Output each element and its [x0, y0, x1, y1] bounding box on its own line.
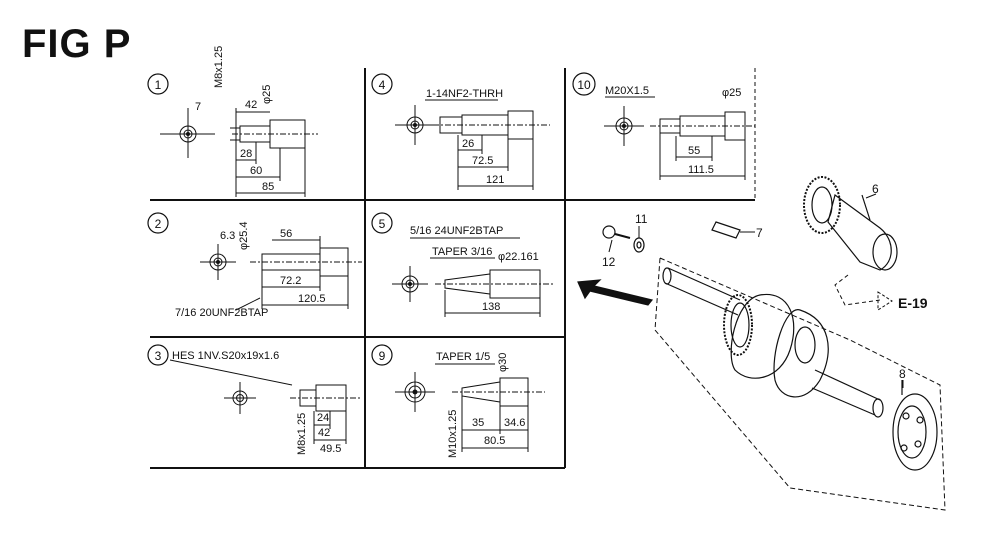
dim-label: 1-14NF2-THRH — [426, 88, 503, 100]
figure-title: FIG P — [22, 22, 132, 66]
dim-label: 56 — [280, 228, 292, 240]
panel-2: 2 6.3 φ25.4 56 72.2 120.5 7/16 20UNF2BTA… — [147, 212, 362, 319]
dim-label: 55 — [688, 145, 700, 157]
dim-label: 28 — [240, 148, 252, 160]
crankshaft-assembly — [577, 176, 946, 511]
dim-label: 60 — [250, 165, 262, 177]
dim-label: 42 — [318, 427, 330, 439]
panel-4: 4 1-14NF2-THRH 26 72.5 121 — [371, 73, 550, 190]
dim-label: TAPER 3/16 — [432, 246, 492, 258]
dim-label: 138 — [482, 301, 500, 313]
dim-label: 121 — [486, 174, 504, 186]
part-number: 11 — [635, 212, 648, 226]
panel-number: 2 — [155, 217, 162, 231]
dim-label: 7 — [195, 101, 201, 113]
dim-label: TAPER 1/5 — [436, 351, 490, 363]
panel-number: 4 — [379, 78, 386, 92]
panel-5: 5 5/16 24UNF2BTAP TAPER 3/16 φ22.161 138 — [371, 212, 555, 317]
dim-label: φ25 — [722, 87, 741, 99]
panel-number: 9 — [379, 349, 386, 363]
panel-number: 10 — [577, 78, 591, 92]
dim-label: 24 — [317, 412, 329, 424]
dim-label: M10x1.25 — [447, 410, 459, 458]
dim-label: 35 — [472, 417, 484, 429]
panel-9: 9 TAPER 1/5 φ30 M10x1.25 35 34.6 80.5 — [371, 344, 545, 458]
dim-label: 7/16 20UNF2BTAP — [175, 307, 268, 319]
part-number: 8 — [899, 367, 906, 381]
panel-number: 5 — [379, 217, 386, 231]
dim-label: 26 — [462, 138, 474, 150]
dim-label: φ30 — [497, 353, 509, 372]
panel-number: 1 — [155, 78, 162, 92]
dim-label: φ25.4 — [238, 221, 250, 250]
part-number: 6 — [872, 182, 879, 196]
dim-label: HES 1NV.S20x19x1.6 — [172, 350, 279, 362]
panel-number: 3 — [155, 349, 162, 363]
dim-label: 111.5 — [688, 164, 714, 176]
dim-label: 72.2 — [280, 275, 301, 287]
reference-label: E-19 — [898, 295, 928, 311]
dim-label: 5/16 24UNF2BTAP — [410, 225, 503, 237]
dim-label: 49.5 — [320, 443, 341, 455]
dim-label: φ22.161 — [498, 251, 539, 263]
dim-label: M8x1.25 — [296, 413, 308, 455]
dim-label: M8x1.25 — [213, 46, 225, 88]
dim-label: φ25 — [261, 85, 273, 104]
dim-label: 80.5 — [484, 435, 505, 447]
arrow-icon — [577, 279, 654, 306]
part-labels: 6 7 8 11 12 E-19 — [602, 182, 928, 381]
dim-label: 6.3 — [220, 230, 235, 242]
dim-label: 42 — [245, 99, 257, 111]
dim-label: 120.5 — [298, 293, 326, 305]
panel-1: 1 M8x1.25 φ25 7 42 28 60 85 — [147, 46, 318, 197]
dim-label: M20X1.5 — [605, 85, 649, 97]
panel-3: 3 HES 1NV.S20x19x1.6 M8x1.25 24 42 49.5 — [147, 344, 360, 455]
part-number: 7 — [756, 226, 763, 240]
dim-label: 85 — [262, 181, 274, 193]
panel-10: 10 M20X1.5 φ25 55 111.5 — [572, 72, 755, 180]
dim-label: 34.6 — [504, 417, 525, 429]
dim-label: 72.5 — [472, 155, 493, 167]
part-number: 12 — [602, 255, 616, 269]
